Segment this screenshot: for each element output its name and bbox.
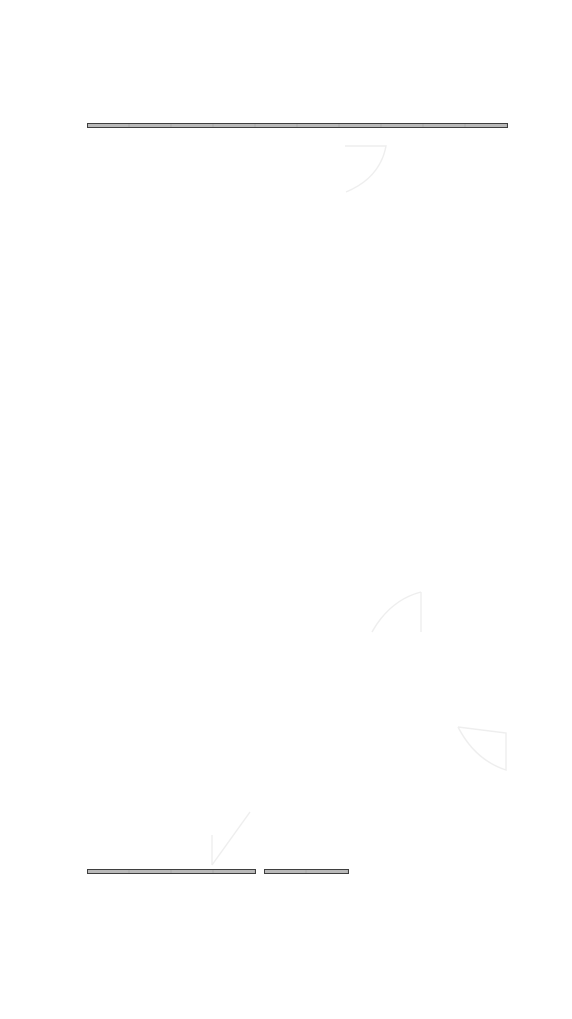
bottom-loading-bar-secondary (264, 869, 349, 874)
bottom-loading-bar-primary (87, 869, 256, 874)
faint-arc-top (345, 145, 387, 193)
faint-stroke-bottom (211, 811, 251, 866)
top-loading-bar (87, 123, 508, 128)
faint-arc-middle (371, 591, 422, 633)
faint-triangle-right (457, 726, 507, 771)
